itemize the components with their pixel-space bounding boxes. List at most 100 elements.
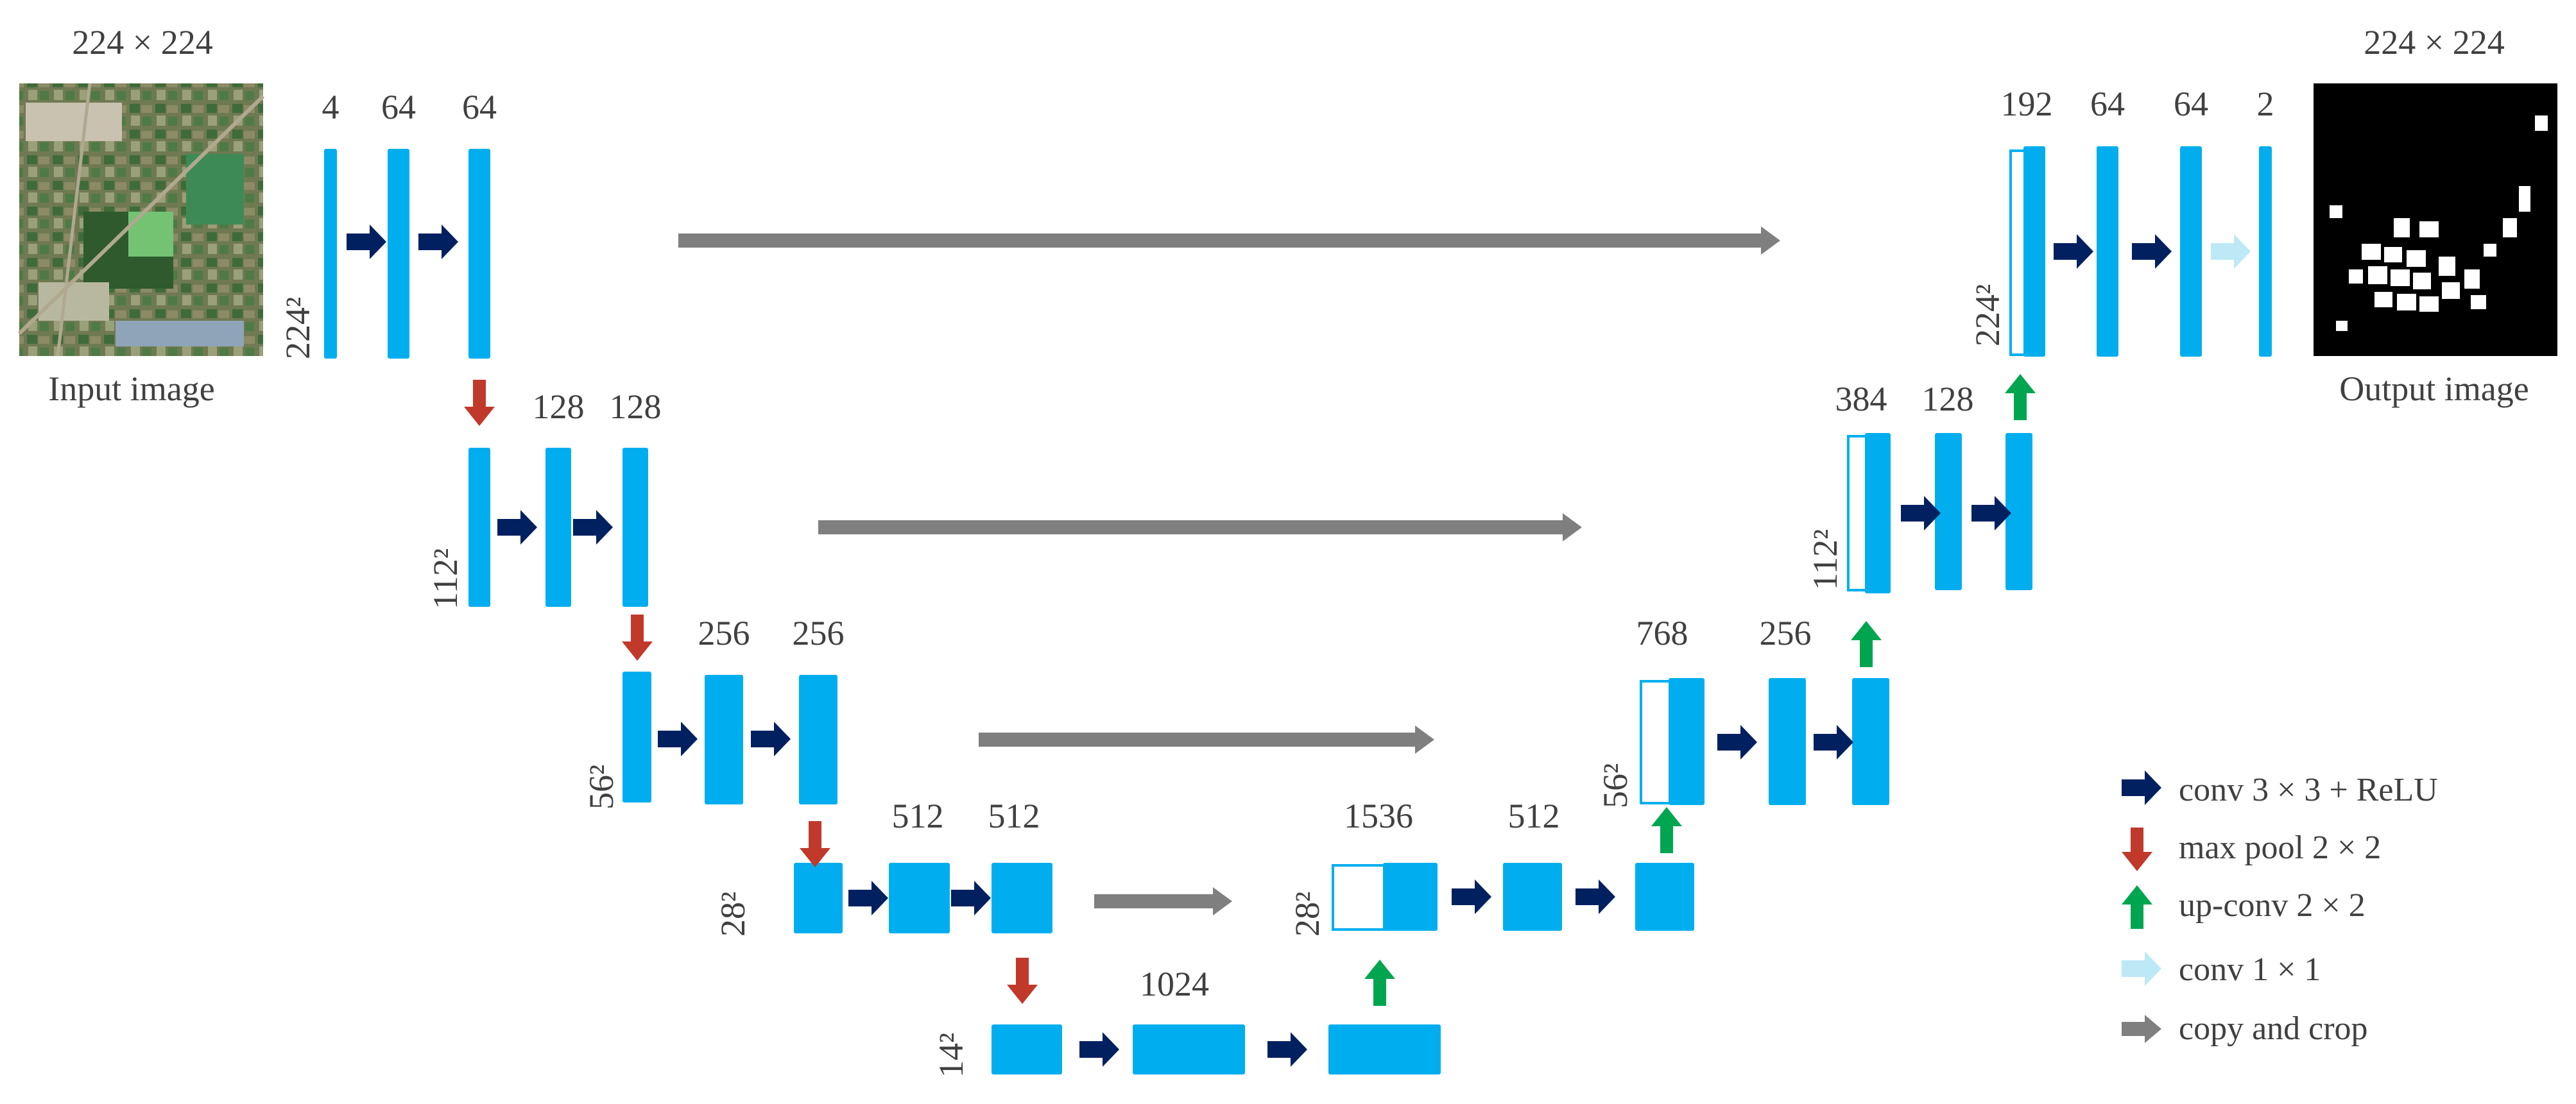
- dec1-map-out: [2259, 146, 2272, 357]
- dec2-dim-label: 112²: [1806, 529, 1844, 590]
- enc1-map-c: [468, 149, 490, 359]
- conv-arrow-icon: [848, 881, 888, 915]
- conv-arrow-icon: [1267, 1032, 1307, 1067]
- dec1-upconv-map: [2023, 146, 2045, 357]
- dec3-channel-label: 768: [1636, 614, 1688, 652]
- conv-arrow-icon: [418, 225, 458, 259]
- conv-arrow-icon: [951, 881, 991, 915]
- conv-arrow-icon: [1814, 725, 1853, 760]
- output-size-label: 224 × 224: [2364, 23, 2504, 62]
- conv-arrow-icon: [658, 722, 698, 756]
- enc3-dim-label: 56²: [582, 765, 621, 810]
- upconv-arrow-icon: [1851, 621, 1882, 667]
- legend-label: up-conv 2 × 2: [2179, 887, 2366, 924]
- copy-crop-arrow-icon: [818, 513, 1582, 541]
- dec2-map-b: [1935, 433, 1962, 590]
- conv-arrow-icon: [1576, 879, 1615, 914]
- enc4-channel-label: 512: [988, 797, 1040, 835]
- conv-arrow-icon: [751, 722, 791, 756]
- enc4-map-b: [889, 863, 950, 933]
- dec1-map-c: [2180, 146, 2202, 357]
- enc2-dim-label: 112²: [426, 548, 465, 609]
- dec3-map-c: [1852, 678, 1889, 805]
- dec1-map-b: [2097, 146, 2118, 357]
- dec4-map-b: [1503, 863, 1562, 931]
- conv-arrow-icon: [347, 225, 386, 259]
- legend-label: conv 1 × 1: [2179, 951, 2321, 988]
- enc3-map-a: [623, 672, 651, 803]
- enc3-channel-label: 256: [793, 614, 845, 652]
- copy-crop-arrow-icon: [678, 226, 1780, 255]
- bottleneck-map-a: [992, 1024, 1062, 1074]
- enc3-map-b: [705, 675, 743, 804]
- conv-arrow-icon: [573, 510, 613, 545]
- enc4-dim-label: 28²: [714, 892, 752, 937]
- upconv-arrow-icon: [2005, 374, 2036, 420]
- enc1-channel-label: 64: [381, 88, 416, 126]
- dec2-channel-label: 384: [1835, 380, 1887, 418]
- dec4-channel-label: 512: [1508, 797, 1560, 835]
- enc4-channel-label: 512: [892, 797, 944, 835]
- conv-arrow-icon: [1079, 1032, 1119, 1067]
- enc2-channel-label: 128: [610, 387, 662, 426]
- input-size-label: 224 × 224: [72, 23, 212, 62]
- enc2-channel-label: 128: [533, 387, 585, 426]
- maxpool-arrow-icon: [464, 380, 495, 426]
- conv-arrow-icon: [1901, 496, 1941, 531]
- bottleneck-dim-label: 14²: [932, 1033, 970, 1078]
- conv-arrow-icon: [497, 510, 537, 545]
- input-caption: Input image: [48, 369, 214, 408]
- dec4-map-c: [1635, 863, 1694, 931]
- enc3-channel-label: 256: [698, 614, 750, 652]
- dec2-copied-map: [1847, 435, 1868, 591]
- dimension-labels: 224² 112² 56² 28² 14² 28² 56² 112² 224²: [279, 284, 2007, 1078]
- enc2-map-a: [468, 448, 490, 607]
- maxpool-arrow-icon: [1007, 958, 1038, 1004]
- dec3-map-b: [1769, 678, 1806, 805]
- maxpool-arrow-icon: [622, 615, 653, 661]
- conv-arrow-icon: [2132, 234, 2172, 269]
- bottleneck-map-b: [1133, 1024, 1245, 1074]
- copy-crop-arrow-icon: [2122, 1015, 2161, 1043]
- output-caption: Output image: [2339, 369, 2529, 408]
- dec1-dim-label: 224²: [1968, 284, 2007, 346]
- copy-crop-arrow-icon: [1094, 887, 1232, 915]
- dec2-channel-label: 128: [1922, 380, 1974, 418]
- dec1-channel-label: 192: [2001, 85, 2053, 123]
- enc1-channel-label: 64: [462, 88, 497, 126]
- dec3-copied-map: [1640, 680, 1671, 804]
- arrows: [347, 225, 2251, 1067]
- legend: conv 3 × 3 + ReLU max pool 2 × 2 up-conv…: [2122, 770, 2438, 1047]
- enc2-map-b: [545, 448, 571, 607]
- copy-crop-arrow-icon: [979, 726, 1434, 754]
- conv-arrow-icon: [2054, 234, 2093, 269]
- decoder-feature-maps: [1332, 146, 2272, 931]
- enc2-map-c: [623, 448, 648, 607]
- output-image: [2314, 83, 2557, 356]
- upconv-arrow-icon: [1364, 960, 1395, 1006]
- upconv-arrow-icon: [2122, 885, 2152, 929]
- enc1-map-a: [324, 149, 337, 359]
- dec3-dim-label: 56²: [1596, 763, 1635, 808]
- enc1-map-b: [388, 149, 409, 359]
- dec4-copied-map: [1332, 864, 1386, 931]
- maxpool-arrow-icon: [2122, 828, 2152, 871]
- dec1-channel-label: 2: [2257, 85, 2274, 123]
- bottleneck-map-c: [1328, 1024, 1441, 1074]
- enc3-map-c: [799, 675, 837, 804]
- maxpool-arrow-icon: [800, 821, 830, 867]
- dec1-channel-label: 64: [2090, 85, 2125, 123]
- dec2-map-c: [2005, 433, 2032, 590]
- enc4-map-a: [794, 863, 843, 933]
- conv-arrow-icon: [1717, 725, 1757, 760]
- dec1-copied-map: [2009, 149, 2026, 356]
- dec4-channel-label: 1536: [1344, 797, 1413, 835]
- encoder-feature-maps: [324, 149, 1441, 1074]
- conv1x1-arrow-icon: [2211, 234, 2251, 269]
- bottleneck-channel-label: 1024: [1140, 965, 1209, 1003]
- dec1-channel-label: 64: [2174, 85, 2208, 123]
- conv-arrow-icon: [1971, 496, 2011, 531]
- dec4-upconv-map: [1383, 863, 1438, 931]
- legend-label: copy and crop: [2179, 1010, 2368, 1047]
